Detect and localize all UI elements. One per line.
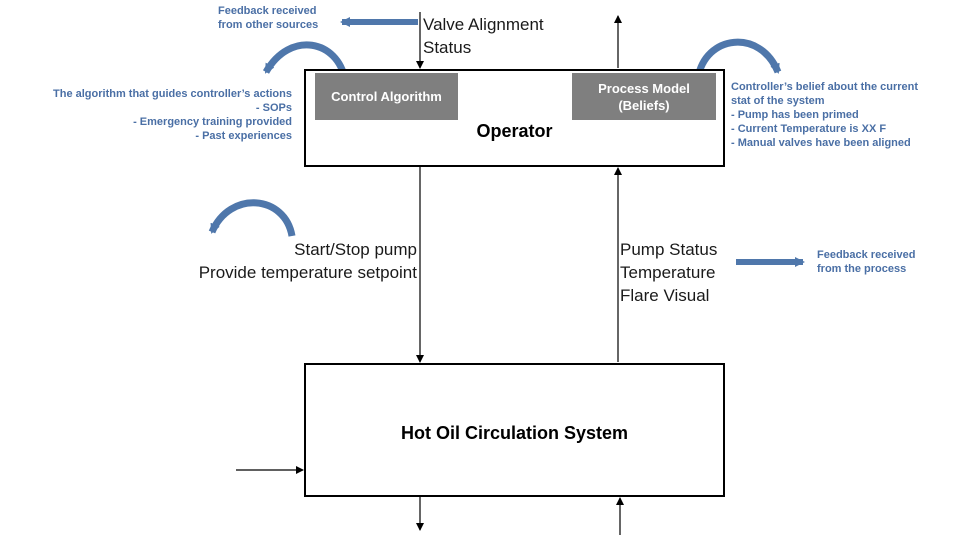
algorithm-note-heading: The algorithm that guides controller’s a… [53, 88, 292, 100]
feedback-signals-label: Pump Status Temperature Flare Visual [620, 238, 717, 307]
control-algorithm-box: Control Algorithm [315, 73, 458, 120]
control-algorithm-label: Control Algorithm [331, 89, 442, 104]
feedback-flare-visual: Flare Visual [620, 286, 710, 305]
process-model-label: Process Model [598, 80, 690, 96]
feedback-temperature: Temperature [620, 263, 716, 282]
process-model-sublabel: (Beliefs) [618, 97, 670, 113]
valve-status-line2: Status [423, 38, 472, 57]
algorithm-note-item: - Past experiences [195, 130, 292, 142]
belief-note-item: - Pump has been primed [731, 109, 859, 121]
feedback-other-line2: from other sources [218, 19, 319, 31]
plant-box: Hot Oil Circulation System [304, 363, 725, 497]
feedback-process-line1: Feedback received [817, 249, 916, 261]
belief-note-heading: Controller’s belief about the current [731, 81, 919, 93]
algorithm-note-item: - SOPs [255, 102, 292, 114]
operator-title: Operator [476, 121, 553, 141]
control-action-start-stop: Start/Stop pump [294, 240, 417, 259]
feedback-pump-status: Pump Status [620, 240, 718, 259]
process-model-box: Process Model (Beliefs) [572, 73, 716, 120]
algorithm-note: The algorithm that guides controller’s a… [20, 87, 292, 143]
control-action-curved-arrow [208, 199, 296, 237]
belief-note-list: - Pump has been primed - Current Tempera… [731, 108, 918, 150]
algorithm-note-list: - SOPs - Emergency training provided - P… [20, 101, 292, 143]
valve-status-label: Valve Alignment Status [423, 13, 544, 59]
algorithm-curved-arrow [262, 41, 349, 81]
feedback-other-line1: Feedback received [218, 5, 317, 17]
feedback-process-line2: from the process [817, 263, 907, 275]
belief-note-item: - Manual valves have been aligned [731, 137, 911, 149]
control-actions-label: Start/Stop pump Provide temperature setp… [140, 238, 417, 284]
belief-note-item: - Current Temperature is XX F [731, 123, 887, 135]
control-action-setpoint: Provide temperature setpoint [198, 263, 417, 282]
algorithm-note-item: - Emergency training provided [133, 116, 292, 128]
feedback-process-note: Feedback received from the process [817, 248, 915, 276]
belief-note: Controller’s belief about the current st… [731, 80, 918, 150]
plant-title: Hot Oil Circulation System [400, 423, 629, 443]
belief-curved-arrow [694, 38, 782, 79]
feedback-other-note: Feedback received from other sources [218, 4, 318, 32]
valve-status-line1: Valve Alignment [423, 15, 544, 34]
belief-note-heading-cont: stat of the system [731, 95, 825, 107]
